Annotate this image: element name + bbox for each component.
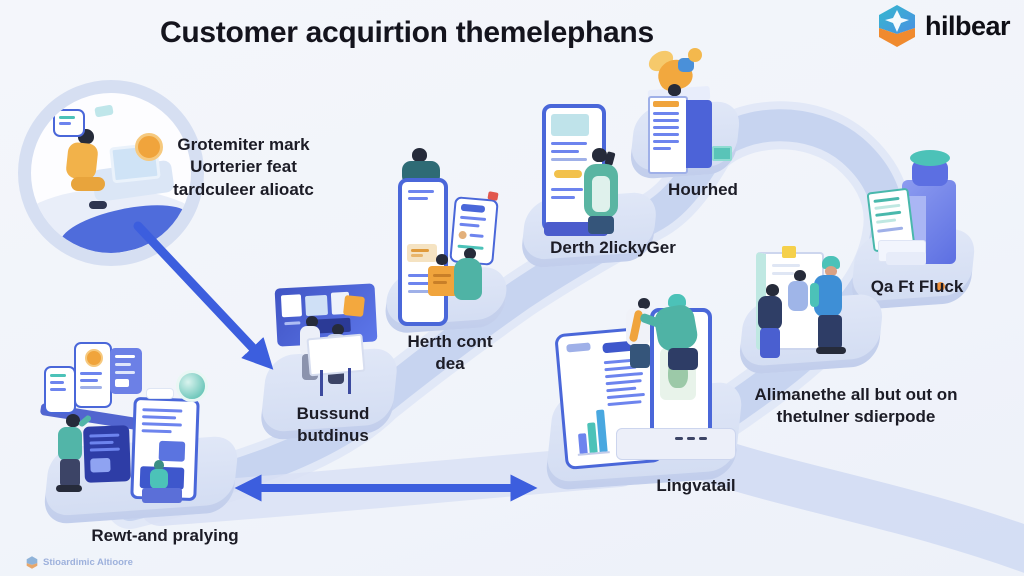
arrow-down-right-icon [133,221,274,370]
magnifier-icon [18,80,204,266]
floating-card-icon [53,109,85,137]
orange-dot [936,282,945,291]
cash-icon [712,146,732,161]
brand-name: hilbear [925,10,1011,41]
label-research: Grotemiter mark Uorterier feat tardculee… [173,135,314,199]
tall-billboard [398,178,448,326]
brand-logo: hilbear [876,4,1011,48]
label-qa: Qa Ft Fluck [870,277,964,296]
page-title: Customer acquirtion themelephans [160,16,654,49]
label-rewards: Rewt-and pralying [91,526,239,545]
coin-icon [135,133,163,161]
cylinder-cap [910,150,950,166]
box-kiosk-side [686,100,712,168]
watermark-logo-icon [26,556,38,569]
shelf-screen-2 [74,342,112,408]
sticky-yellow [782,246,796,258]
hexagon-gem-icon [879,5,915,47]
label-lingvatail: Lingvatail [656,476,736,495]
tag-pill [146,388,174,399]
label-hourhed: Hourhed [668,180,738,199]
label-derth: Derth 2lickyGer [550,238,676,257]
label-alimane: Alimanethe all but out on thetulner sdie… [754,385,958,427]
watermark-text: Stioardimic Altioore [43,557,133,568]
teal-orb-icon [176,370,208,402]
kiosk-pedestal [616,428,736,460]
label-bussund: Bussund butdinus [296,404,370,446]
label-herth: Herth cont dea [407,332,493,374]
shelf-screen-3 [110,348,142,394]
watermark: Stioardimic Altioore [26,556,133,569]
